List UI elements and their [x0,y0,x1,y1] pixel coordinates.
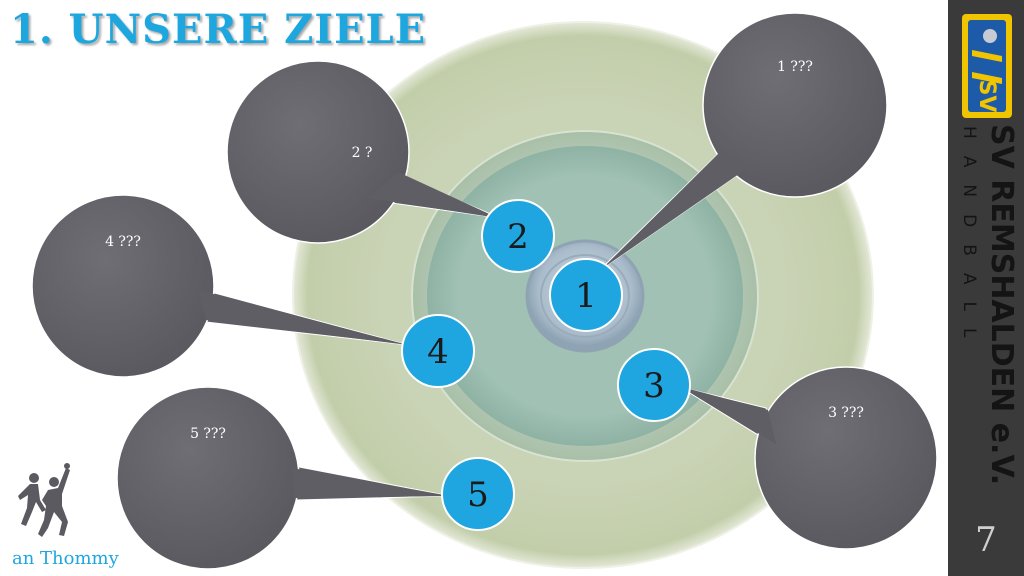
marker-number-4: 4 [427,332,449,372]
bubble-caption-2: 2 ? [352,145,373,161]
speech-bubble-2: 2 ? [226,60,501,244]
club-sidebar: SV SV REMSHALDEN e.V. HANDBALL [948,0,1024,576]
club-logo: SV [962,14,1012,118]
club-branding: SV SV REMSHALDEN e.V. HANDBALL [959,14,1019,485]
marker-number-3: 3 [643,366,665,406]
slide-title: 1. UNSERE ZIELE [10,6,427,53]
credit-text: an Thommy [12,548,119,569]
club-name: SV REMSHALDEN e.V. [984,124,1019,485]
speech-bubble-5: 5 ??? [116,386,451,570]
speech-bubble-1: 1 ??? [599,12,888,271]
marker-1: 1 [549,258,623,332]
bullseye-inner [540,254,630,338]
page-number: 7 [975,520,997,560]
handball-players-icon [18,463,70,537]
marker-5: 5 [441,457,515,531]
bubble-caption-3: 3 ??? [828,405,864,421]
speech-bubble-4: 4 ??? [31,194,409,378]
club-subtitle: HANDBALL [959,126,979,354]
bubble-caption-4: 4 ??? [105,234,141,250]
bubble-caption-1: 1 ??? [777,59,813,75]
marker-4: 4 [401,314,475,388]
speech-bubble-3: 3 ??? [679,366,938,550]
marker-2: 2 [481,199,555,273]
marker-number-1: 1 [575,276,597,316]
marker-3: 3 [617,348,691,422]
marker-number-2: 2 [507,217,529,257]
bubble-caption-5: 5 ??? [190,426,226,442]
club-logo-text: SV [974,80,999,113]
marker-number-5: 5 [467,475,489,515]
